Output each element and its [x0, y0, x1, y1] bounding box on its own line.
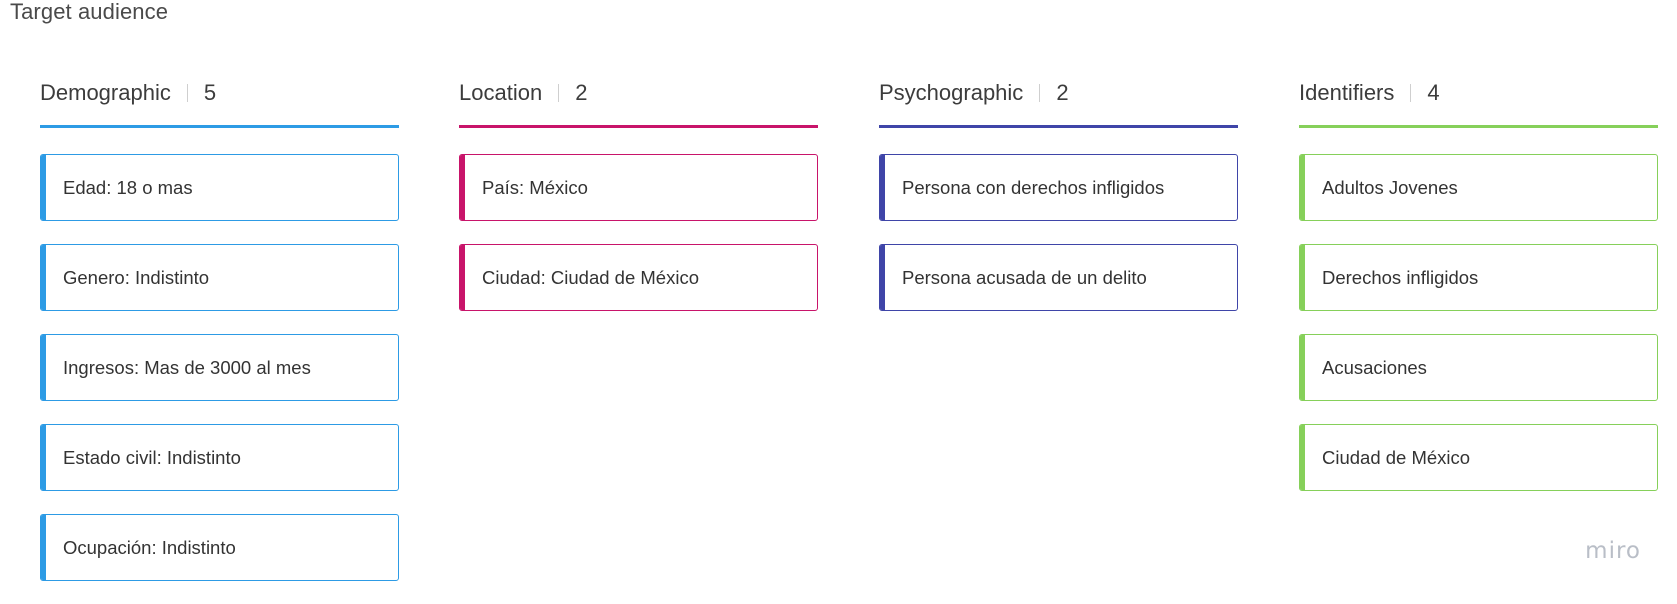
column-title: Psychographic	[879, 80, 1024, 105]
column-psychographic: Psychographic 2 Persona con derechos inf…	[879, 66, 1238, 334]
audience-card[interactable]: Ciudad: Ciudad de México	[459, 244, 818, 311]
card-text: Persona acusada de un delito	[902, 266, 1147, 288]
column-title: Demographic	[40, 80, 171, 105]
column-underline	[1299, 125, 1658, 128]
card-accent-bar	[41, 335, 46, 400]
card-accent-bar	[880, 245, 885, 310]
header-divider	[1410, 84, 1412, 102]
card-accent-bar	[1300, 335, 1305, 400]
column-header: Demographic 5	[40, 66, 399, 120]
header-divider	[186, 84, 188, 102]
card-text: Derechos infligidos	[1322, 266, 1479, 288]
column-count: 4	[1427, 80, 1440, 105]
column-count: 5	[203, 80, 217, 105]
audience-card[interactable]: Derechos infligidos	[1299, 244, 1658, 311]
audience-card[interactable]: Ingresos: Mas de 3000 al mes	[40, 334, 399, 401]
card-text: Ciudad de México	[1322, 446, 1471, 468]
audience-card[interactable]: Persona acusada de un delito	[879, 244, 1238, 311]
card-accent-bar	[460, 245, 465, 310]
card-accent-bar	[41, 515, 46, 580]
audience-card[interactable]: Ciudad de México	[1299, 424, 1658, 491]
audience-card[interactable]: Adultos Jovenes	[1299, 154, 1658, 221]
card-text: Estado civil: Indistinto	[63, 446, 241, 468]
column-underline	[40, 125, 399, 128]
card-text: Edad: 18 o mas	[63, 176, 193, 198]
card-text: Adultos Jovenes	[1322, 176, 1458, 198]
card-text: Persona con derechos infligidos	[902, 176, 1165, 198]
audience-card[interactable]: Edad: 18 o mas	[40, 154, 399, 221]
card-accent-bar	[880, 155, 885, 220]
card-accent-bar	[1300, 155, 1305, 220]
column-header: Location 2	[459, 66, 818, 120]
column-demographic: Demographic 5 Edad: 18 o mas Genero: Ind…	[40, 66, 399, 604]
card-text: Acusaciones	[1322, 356, 1427, 378]
column-underline	[459, 125, 818, 128]
column-location: Location 2 País: México Ciudad: Ciudad d…	[459, 66, 818, 334]
card-text: Ingresos: Mas de 3000 al mes	[63, 356, 311, 378]
card-accent-bar	[1300, 245, 1305, 310]
column-identifiers: Identifiers 4 Adultos Jovenes Derechos i…	[1299, 66, 1658, 514]
column-count: 2	[575, 80, 588, 105]
audience-card[interactable]: Persona con derechos infligidos	[879, 154, 1238, 221]
card-accent-bar	[41, 155, 46, 220]
column-header: Psychographic 2	[879, 66, 1238, 120]
page-title: Target audience	[10, 0, 169, 24]
card-accent-bar	[1300, 425, 1305, 490]
audience-card[interactable]: Acusaciones	[1299, 334, 1658, 401]
column-underline	[879, 125, 1238, 128]
card-text: Ocupación: Indistinto	[63, 536, 236, 558]
card-accent-bar	[460, 155, 465, 220]
column-count: 2	[1056, 80, 1069, 105]
card-text: Ciudad: Ciudad de México	[482, 266, 699, 288]
column-title: Location	[459, 80, 543, 105]
card-accent-bar	[41, 425, 46, 490]
column-header: Identifiers 4	[1299, 66, 1658, 120]
card-accent-bar	[41, 245, 46, 310]
header-divider	[558, 84, 560, 102]
card-text: Genero: Indistinto	[63, 266, 210, 288]
miro-logo: miro	[1585, 538, 1641, 564]
audience-card[interactable]: Estado civil: Indistinto	[40, 424, 399, 491]
column-title: Identifiers	[1299, 80, 1395, 105]
card-text: País: México	[482, 176, 588, 198]
audience-card[interactable]: Genero: Indistinto	[40, 244, 399, 311]
audience-card[interactable]: Ocupación: Indistinto	[40, 514, 399, 581]
audience-card[interactable]: País: México	[459, 154, 818, 221]
header-divider	[1039, 84, 1041, 102]
